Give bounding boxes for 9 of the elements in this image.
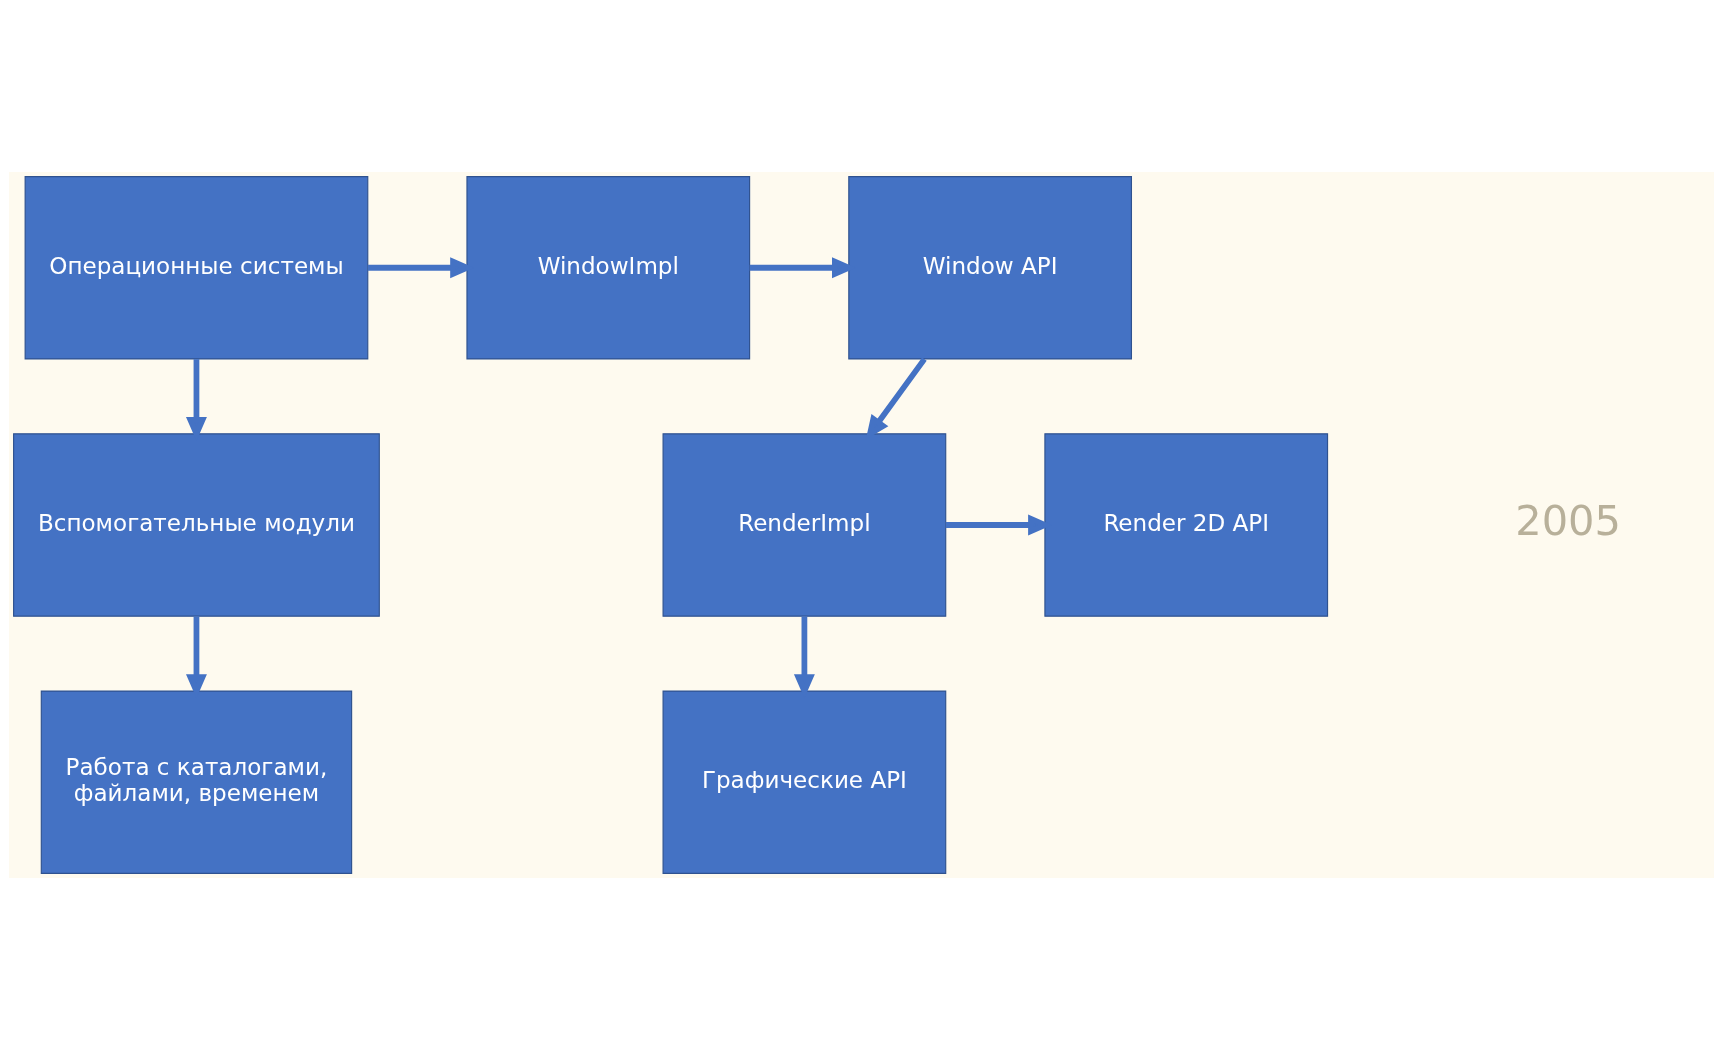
node-box: Window API	[847, 175, 1132, 359]
node-box: Графические API	[662, 690, 946, 874]
label: 2005	[1514, 495, 1621, 545]
node-box: Render 2D API	[1043, 432, 1328, 617]
node-box: RenderImpl	[662, 432, 946, 617]
node-box: Вспомогательные модули	[12, 432, 380, 617]
node-box: Работа с каталогами, файлами, временем	[40, 690, 352, 874]
node-box: Операционные системы	[24, 175, 368, 359]
node-box: WindowImpl	[465, 175, 750, 359]
